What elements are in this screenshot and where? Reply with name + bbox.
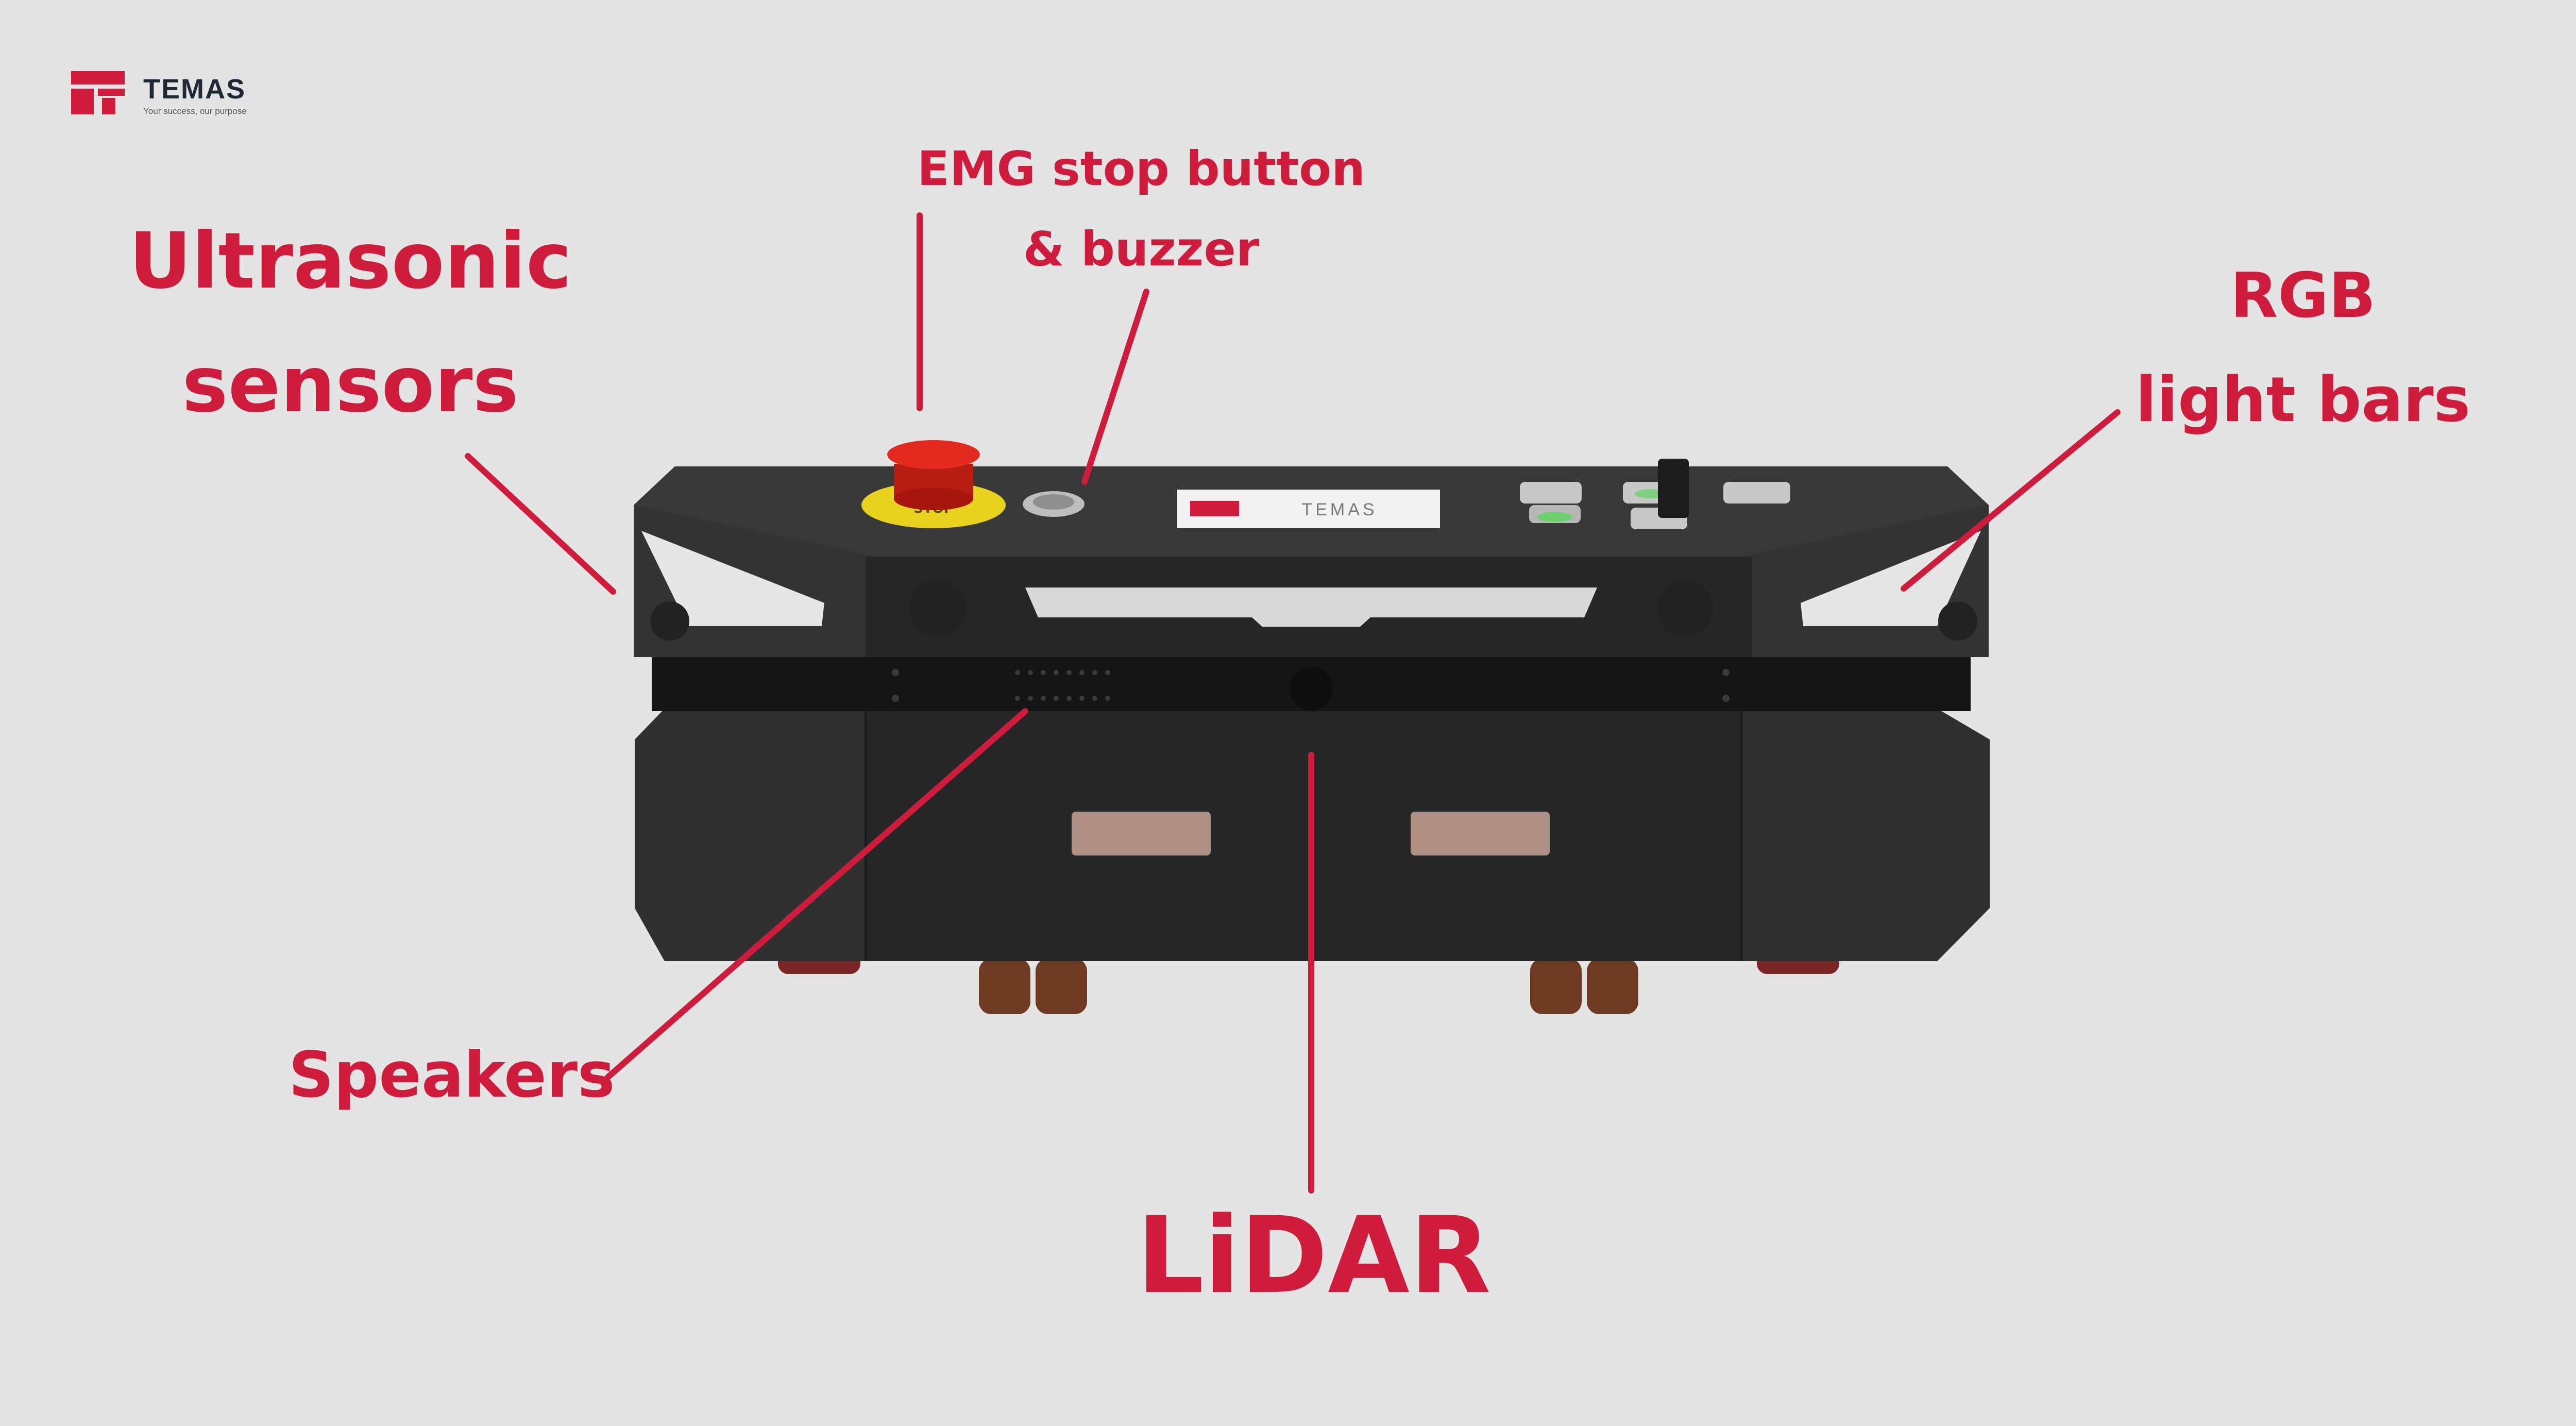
brand-tagline: Your success, our purpose [143, 106, 247, 116]
lidar-label: LiDAR [1137, 1195, 1491, 1317]
rgb-light-bars-label: RGB light bars [2071, 265, 2535, 431]
rgb-leader-line [1901, 409, 2121, 592]
speakers-leader-line [605, 708, 1028, 1080]
emg-label-line1: EMG stop button [917, 141, 1365, 196]
ultrasonic-leader-line [465, 453, 616, 595]
robot-label-text: TEMAS [1301, 500, 1377, 519]
temas-logo-icon [71, 71, 125, 114]
speakers-label: Speakers [289, 1038, 615, 1112]
robot-label-plate: TEMAS [1177, 490, 1440, 528]
buzzer [1023, 491, 1084, 517]
leader-lines [465, 212, 2121, 1194]
emg-leader-line-2 [1081, 289, 1149, 485]
brand-logo: TEMAS Your success, our purpose [71, 68, 329, 120]
ultrasonic-label-line2: sensors [182, 340, 519, 430]
speaker-grille [892, 669, 1730, 702]
emg-stop-label: EMG stop button & buzzer [876, 145, 1406, 273]
rgb-label-line2: light bars [2135, 364, 2471, 436]
brand-name: TEMAS [143, 74, 246, 105]
lidar-band [652, 656, 1971, 711]
rgb-label-line1: RGB [2230, 260, 2376, 332]
rgb-light-bar-right [1801, 531, 1981, 626]
rgb-light-bar-front [1025, 588, 1597, 627]
emergency-stop-button: STOP [861, 440, 1006, 528]
ultrasonic-sensors-label: Ultrasonic sensors [118, 223, 582, 424]
control-panel [1520, 459, 1790, 529]
key-switch [1658, 459, 1689, 518]
ultrasonic-label-line1: Ultrasonic [129, 216, 572, 306]
emg-label-line2: & buzzer [1023, 222, 1260, 277]
rgb-light-bar-left [641, 531, 824, 626]
